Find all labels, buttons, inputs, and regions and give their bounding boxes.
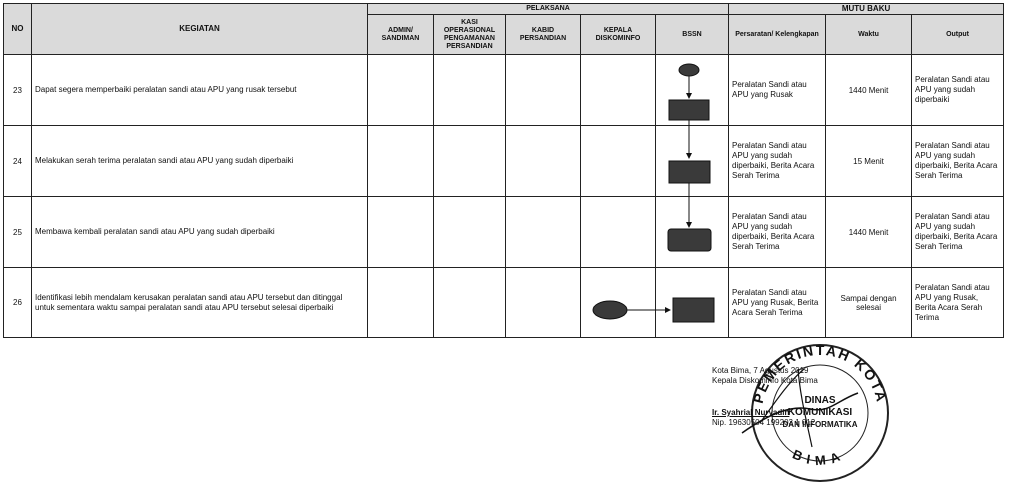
signature-block: Kota Bima, 7 Agustus 2019 Kepala Diskomi… [712,366,882,428]
activity-text: Dapat segera memperbaiki peralatan sandi… [31,54,368,126]
signature-place-date: Kota Bima, 7 Agustus 2019 [712,366,809,375]
cell-kasi [433,54,506,126]
output-text: Peralatan Sandi atau APU yang sudah dipe… [911,196,1005,268]
cell-bssn [654,54,730,126]
header-kepala: KEPALA DISKOMINFO [580,14,656,55]
stamp-bottom-text: BIMA [790,447,841,469]
cell-bssn [654,125,730,197]
header-no: NO [3,3,32,55]
cell-kepala [580,54,656,126]
table-row: 24 Melakukan serah terima peralatan sand… [3,125,1005,197]
sop-table: NO KEGIATAN Pelaksana Mutu Baku ADMIN/ S… [3,3,1005,338]
cell-kepala [580,125,656,197]
header-persyaratan: Persaratan/ Kelengkapan [728,14,827,55]
official-stamp-seal: PEMERINTAH KOTA DINAS KOMUNIKASI DAN INF… [741,342,889,482]
time-text: 1440 Menit [825,54,913,126]
signature-position: Kepala Diskominfo Kota Bima [712,376,818,385]
cell-kabid [505,54,581,126]
cell-kepala [580,196,656,268]
header-kabid: KABID PERSANDIAN [505,14,581,55]
stamp-line1: DINAS [804,395,835,406]
requirement-text: Peralatan Sandi atau APU yang sudah dipe… [728,196,827,268]
cell-kabid [505,267,581,338]
cell-bssn [654,196,730,268]
activity-text: Melakukan serah terima peralatan sandi a… [31,125,368,197]
header-kegiatan: KEGIATAN [31,3,368,55]
signature-stroke [759,368,813,448]
header-row-top: NO KEGIATAN Pelaksana Mutu Baku [3,3,1005,55]
cell-admin [367,54,434,126]
header-pelaksana: Pelaksana [366,3,730,15]
cell-bssn [654,267,730,338]
header-row-bottom: ADMIN/ SANDIMAN KASI OPERASIONAL PENGAMA… [4,14,1005,55]
handwritten-signature [741,392,859,434]
output-text: Peralatan Sandi atau APU yang Rusak, Ber… [911,267,1005,338]
output-text: Peralatan Sandi atau APU yang sudah dipe… [911,125,1005,197]
signature-nip: Nip. 19630504 199203 1 012 [712,418,816,427]
cell-admin [367,267,434,338]
header-admin-sandiman: ADMIN/ SANDIMAN [367,14,434,55]
output-text: Peralatan Sandi atau APU yang sudah dipe… [911,54,1005,126]
time-text: Sampai dengan selesai [825,267,913,338]
cell-kepala [580,267,656,338]
activity-text: Membawa kembali peralatan sandi atau APU… [31,196,368,268]
signature-name: Ir. Syahrial Nuryadin [712,408,790,417]
cell-admin [367,125,434,197]
stamp-line3: DAN INFORMATIKA [783,420,858,429]
time-text: 15 Menit [825,125,913,197]
header-kasi: KASI OPERASIONAL PENGAMANAN PERSANDIAN [433,14,506,55]
header-waktu: Waktu [825,14,913,55]
cell-kasi [433,196,506,268]
header-bssn: BSSN [654,14,730,55]
table-row: 26 Identifikasi lebih mendalam kerusakan… [3,267,1005,338]
time-text: 1440 Menit [825,196,913,268]
requirement-text: Peralatan Sandi atau APU yang sudah dipe… [728,125,827,197]
requirement-text: Peralatan Sandi atau APU yang Rusak [728,54,827,126]
requirement-text: Peralatan Sandi atau APU yang Rusak, Ber… [728,267,827,338]
row-number: 26 [3,267,32,338]
svg-text:BIMA: BIMA [790,447,847,469]
cell-kabid [505,196,581,268]
table-row: 23 Dapat segera memperbaiki peralatan sa… [3,54,1005,126]
header-mutu-baku: Mutu Baku [728,3,1005,15]
activity-text: Identifikasi lebih mendalam kerusakan pe… [31,267,368,338]
row-number: 23 [3,54,32,126]
cell-admin [367,196,434,268]
cell-kasi [433,267,506,338]
table-row: 25 Membawa kembali peralatan sandi atau … [3,196,1005,268]
cell-kasi [433,125,506,197]
stamp-line2: KOMUNIKASI [788,407,853,418]
cell-kabid [505,125,581,197]
row-number: 24 [3,125,32,197]
row-number: 25 [3,196,32,268]
header-output: Output [911,14,1005,55]
